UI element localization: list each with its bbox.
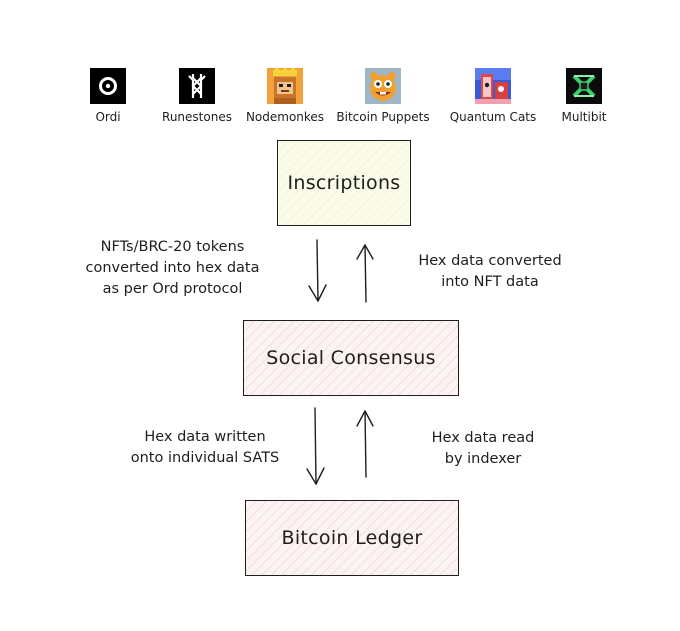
bitcoin-puppets-logo-icon [365, 68, 401, 104]
flow-note-down-to-consensus: NFTs/BRC-20 tokens converted into hex da… [85, 239, 260, 297]
project-quantum-cats: Quantum Cats [433, 68, 553, 124]
project-name: Nodemonkes [245, 110, 325, 124]
flow-note-up-to-consensus: Hex data read by indexer [431, 430, 535, 467]
arrow-up-ledger-to-consensus [356, 410, 374, 478]
flow-note-down-to-ledger: Hex data written onto individual SATS [130, 429, 280, 466]
inscriptions-layer-box: Inscriptions [277, 140, 411, 226]
social-consensus-layer-box: Social Consensus [243, 320, 459, 396]
arrow-down-consensus-to-ledger [306, 407, 325, 485]
quantum-cats-logo-icon [475, 68, 511, 104]
project-runestones: Runestones [137, 68, 257, 124]
project-bitcoin-puppets: Bitcoin Puppets [323, 68, 443, 124]
project-nodemonkes: Nodemonkes [225, 68, 345, 124]
project-name: Quantum Cats [449, 110, 537, 124]
bitcoin-ledger-layer-box: Bitcoin Ledger [245, 500, 459, 576]
project-multibit: Multibit [524, 68, 644, 124]
project-name: Bitcoin Puppets [336, 110, 430, 124]
multibit-logo-icon [566, 68, 602, 104]
ordi-logo-icon [90, 68, 126, 104]
bitcoin-ledger-layer-label: Bitcoin Ledger [281, 527, 423, 549]
runestones-logo-icon [179, 68, 215, 104]
arrow-down-inscriptions-to-consensus [308, 239, 327, 302]
project-name: Runestones [162, 110, 232, 124]
nodemonkes-logo-icon [267, 68, 303, 104]
project-name: Multibit [561, 110, 607, 124]
flow-note-up-to-inscriptions: Hex data converted into NFT data [418, 253, 562, 290]
arrow-up-consensus-to-inscriptions [356, 244, 374, 303]
project-ordi: Ordi [48, 68, 168, 124]
social-consensus-layer-label: Social Consensus [266, 347, 436, 369]
inscriptions-layer-label: Inscriptions [287, 172, 401, 194]
project-name: Ordi [95, 110, 121, 124]
